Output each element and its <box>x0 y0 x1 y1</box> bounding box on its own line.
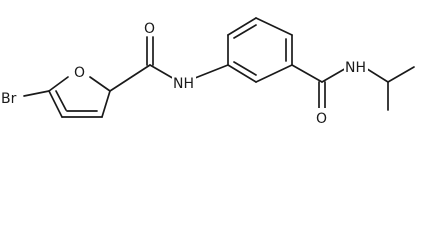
structure-diagram: Br O O NH O NH <box>1 17 415 127</box>
bond-c2-carbonyl1 <box>109 64 151 92</box>
atom-nh-amide1-label: NH <box>173 76 194 92</box>
bond-c5-o1 <box>48 76 69 92</box>
bond-ch-me1 <box>387 66 415 83</box>
bond-c4-c5-inner <box>55 90 67 111</box>
atom-o-furan-label: O <box>74 65 85 81</box>
bond-benz-6-1-inner <box>233 61 257 76</box>
bond-n1-ring <box>189 64 229 81</box>
atom-nh-amide2-label: NH <box>345 60 366 76</box>
bond-benz-2-3 <box>227 17 257 36</box>
atom-o-amide2-label: O <box>316 111 327 127</box>
bond-c4-c5 <box>48 90 63 118</box>
bond-c2-c3 <box>101 90 111 118</box>
bond-c5-br <box>23 90 50 97</box>
bond-o1-c2 <box>89 76 111 92</box>
bond-benz-5-6 <box>255 64 293 83</box>
bond-ring-carbonyl2 <box>291 64 323 83</box>
atom-br-label: Br <box>1 91 17 107</box>
bond-benz-2-3-inner <box>233 24 257 39</box>
molecule-svg: Br O O NH O NH <box>1 17 415 127</box>
atom-o-amide1-label: O <box>144 21 155 37</box>
bond-carbonyl1-n <box>149 64 177 81</box>
bond-carbonyl2-n <box>321 66 349 83</box>
bond-benz-3-4 <box>255 17 293 36</box>
bond-benz-6-1 <box>227 64 257 83</box>
